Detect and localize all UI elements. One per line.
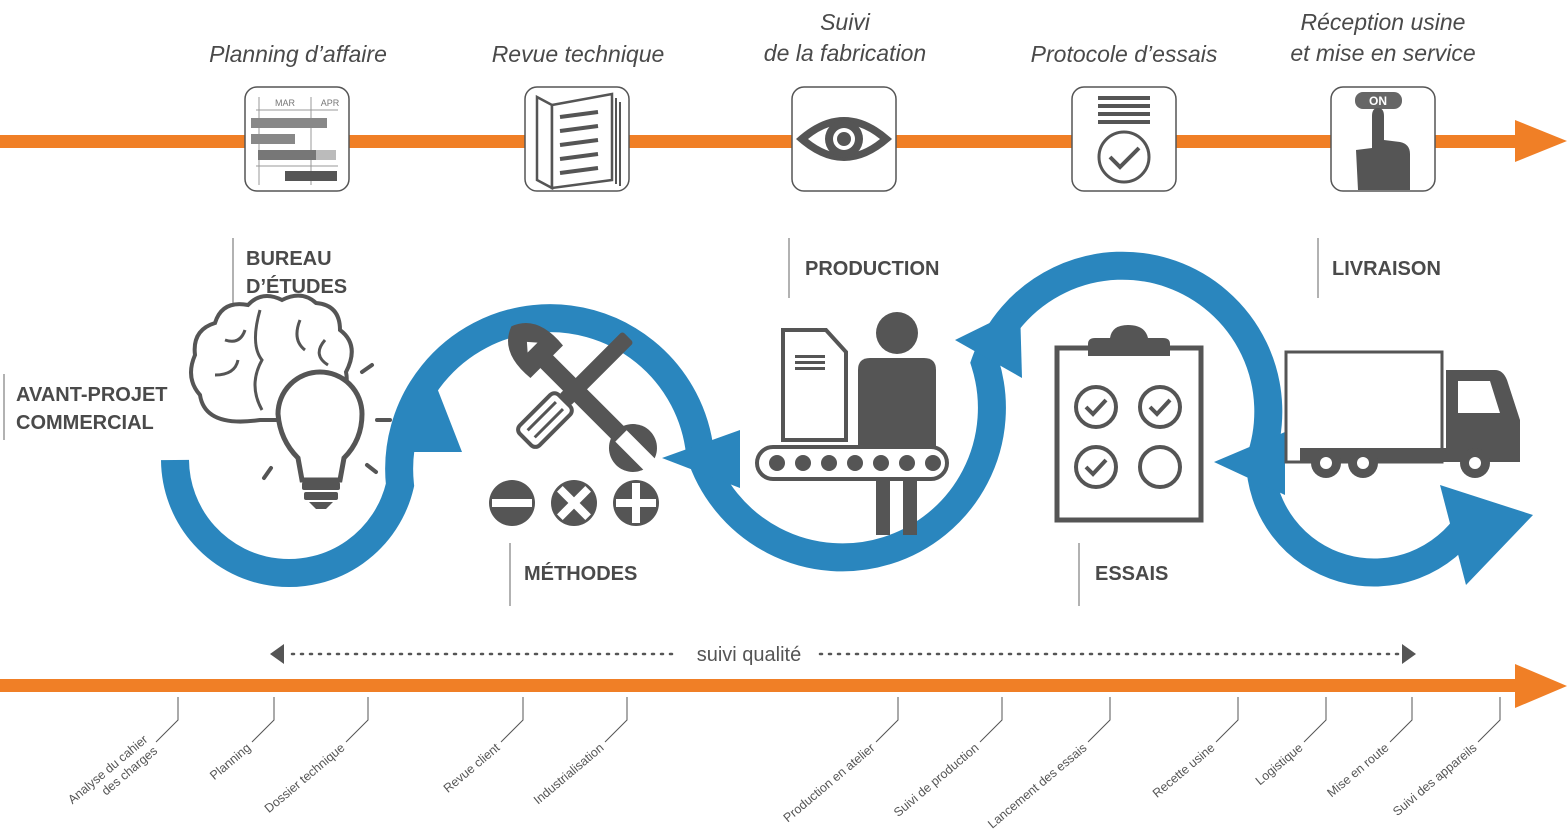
- timeline-step-label: Logistique: [1253, 741, 1306, 788]
- svg-text:ESSAIS: ESSAIS: [1095, 563, 1168, 585]
- timeline-step-label: Industrialisation: [531, 741, 607, 808]
- timeline-step: Planning: [207, 697, 275, 783]
- timeline-step-label: Planning: [207, 741, 253, 783]
- timeline-step-label: Analyse du cahierdes charges: [65, 732, 160, 818]
- clipboard-checks-icon: [1054, 325, 1204, 523]
- stage-essais: ESSAIS: [1078, 543, 1168, 606]
- svg-text:LIVRAISON: LIVRAISON: [1332, 258, 1441, 280]
- timeline-step-label: Production en atelier: [781, 741, 878, 825]
- checklist-icon: [1071, 86, 1177, 192]
- timeline-step-label: Lancement des essais: [985, 741, 1089, 832]
- timeline-step-label: Mise en route: [1324, 741, 1391, 800]
- svg-text:ON: ON: [1369, 94, 1387, 108]
- phase-title-protocole: Protocole d’essais: [1031, 41, 1218, 67]
- timeline-step-label: Recette usine: [1150, 741, 1218, 801]
- timeline-step-label: Suivi des appareils: [1390, 741, 1479, 819]
- quality-label: suivi qualité: [697, 644, 802, 666]
- gantt-icon: MAR APR: [244, 86, 350, 192]
- eye-icon: [791, 86, 897, 192]
- timeline-step: Logistique: [1253, 697, 1327, 788]
- timeline-step: Production en atelier: [781, 697, 899, 825]
- timeline-step: Suivi des appareils: [1390, 697, 1501, 819]
- svg-text:APR: APR: [321, 98, 340, 108]
- timeline-step: Dossier technique: [262, 697, 369, 816]
- screw-heads: [489, 480, 659, 526]
- tools-icon: [489, 323, 659, 526]
- truck-icon: [1284, 350, 1520, 478]
- timeline-step: Suivi de production: [891, 697, 1003, 820]
- timeline-step: Recette usine: [1150, 697, 1239, 801]
- svg-text:MÉTHODES: MÉTHODES: [524, 562, 637, 585]
- timeline-step: Analyse du cahierdes charges: [65, 697, 179, 818]
- timeline-step: Mise en route: [1324, 697, 1413, 800]
- timeline-step-label: Suivi de production: [891, 741, 981, 820]
- phase-title-revue: Revue technique: [492, 41, 665, 67]
- timeline-step: Lancement des essais: [985, 697, 1111, 832]
- stage-production: PRODUCTION: [788, 238, 939, 298]
- timeline-step-label: Dossier technique: [262, 741, 348, 816]
- stage-livraison: LIVRAISON: [1317, 238, 1441, 298]
- quality-tracking-line: suivi qualité: [270, 644, 1416, 666]
- brain-bulb-icon: [189, 293, 392, 509]
- stage-methodes: MÉTHODES: [509, 543, 637, 606]
- blue-flow-arrow: [161, 251, 1533, 587]
- svg-text:PRODUCTION: PRODUCTION: [805, 258, 939, 280]
- production-worker-icon: [755, 312, 949, 535]
- book-icon: [524, 86, 630, 192]
- bottom-timeline-arrow: [0, 664, 1567, 708]
- timeline-step: Revue client: [441, 697, 524, 796]
- svg-text:MAR: MAR: [275, 98, 296, 108]
- phase-title-planning: Planning d’affaire: [209, 41, 387, 67]
- timeline-step: Industrialisation: [531, 697, 628, 808]
- on-button-icon: ON: [1330, 86, 1436, 192]
- timeline-step-label: Revue client: [441, 740, 503, 795]
